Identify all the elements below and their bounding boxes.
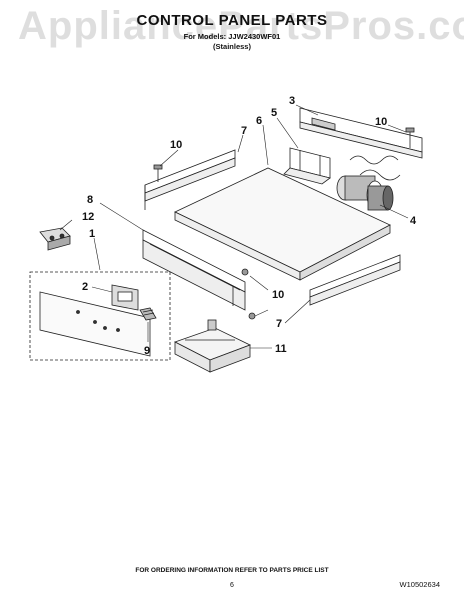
callout-labels: 3 5 6 7 10 10 4 8 12 1 2 9 10 7 11: [82, 95, 417, 357]
part-6-main-cover: [174, 167, 391, 281]
part-11-relay-board: [173, 319, 252, 373]
callout-6: 6: [256, 115, 262, 127]
callout-12: 12: [82, 211, 94, 223]
part-12-clip: [39, 227, 71, 251]
callout-7-lower: 7: [276, 318, 282, 330]
part-1-control-panel: [29, 271, 171, 361]
part-7-upper-rail: [144, 149, 236, 210]
callout-2: 2: [82, 281, 88, 293]
callout-10-left: 10: [170, 139, 182, 151]
callout-8: 8: [87, 194, 93, 206]
part-3-rear-bracket: [299, 107, 423, 181]
ordering-note: FOR ORDERING INFORMATION REFER TO PARTS …: [135, 567, 329, 574]
part-2-control-board: [111, 284, 139, 311]
document-number: W10502634: [399, 580, 440, 589]
callout-1: 1: [89, 228, 95, 240]
callout-7-upper: 7: [241, 125, 247, 137]
part-9-connector: [139, 307, 157, 321]
callout-11: 11: [275, 343, 287, 355]
callout-5: 5: [271, 107, 277, 119]
part-7-lower-rail: [309, 254, 401, 306]
callout-4: 4: [410, 215, 417, 227]
part-4-blower: [336, 175, 394, 211]
callout-3: 3: [289, 95, 295, 107]
watermark-logo: AppliancePartsPros.com: [18, 4, 464, 48]
part-5-bracket: [283, 147, 331, 185]
part-10-screws: [153, 127, 415, 320]
callout-10-bottom: 10: [272, 289, 284, 301]
callout-10-right: 10: [375, 116, 387, 128]
callout-9: 9: [144, 345, 150, 357]
finish-line: (Stainless): [213, 42, 251, 51]
model-line: For Models: JJW2430WF01: [183, 32, 281, 41]
part-8-front-trim: [142, 229, 246, 311]
leader-lines: [59, 104, 409, 349]
page-title: CONTROL PANEL PARTS: [136, 12, 328, 29]
page-number: 6: [230, 582, 234, 589]
